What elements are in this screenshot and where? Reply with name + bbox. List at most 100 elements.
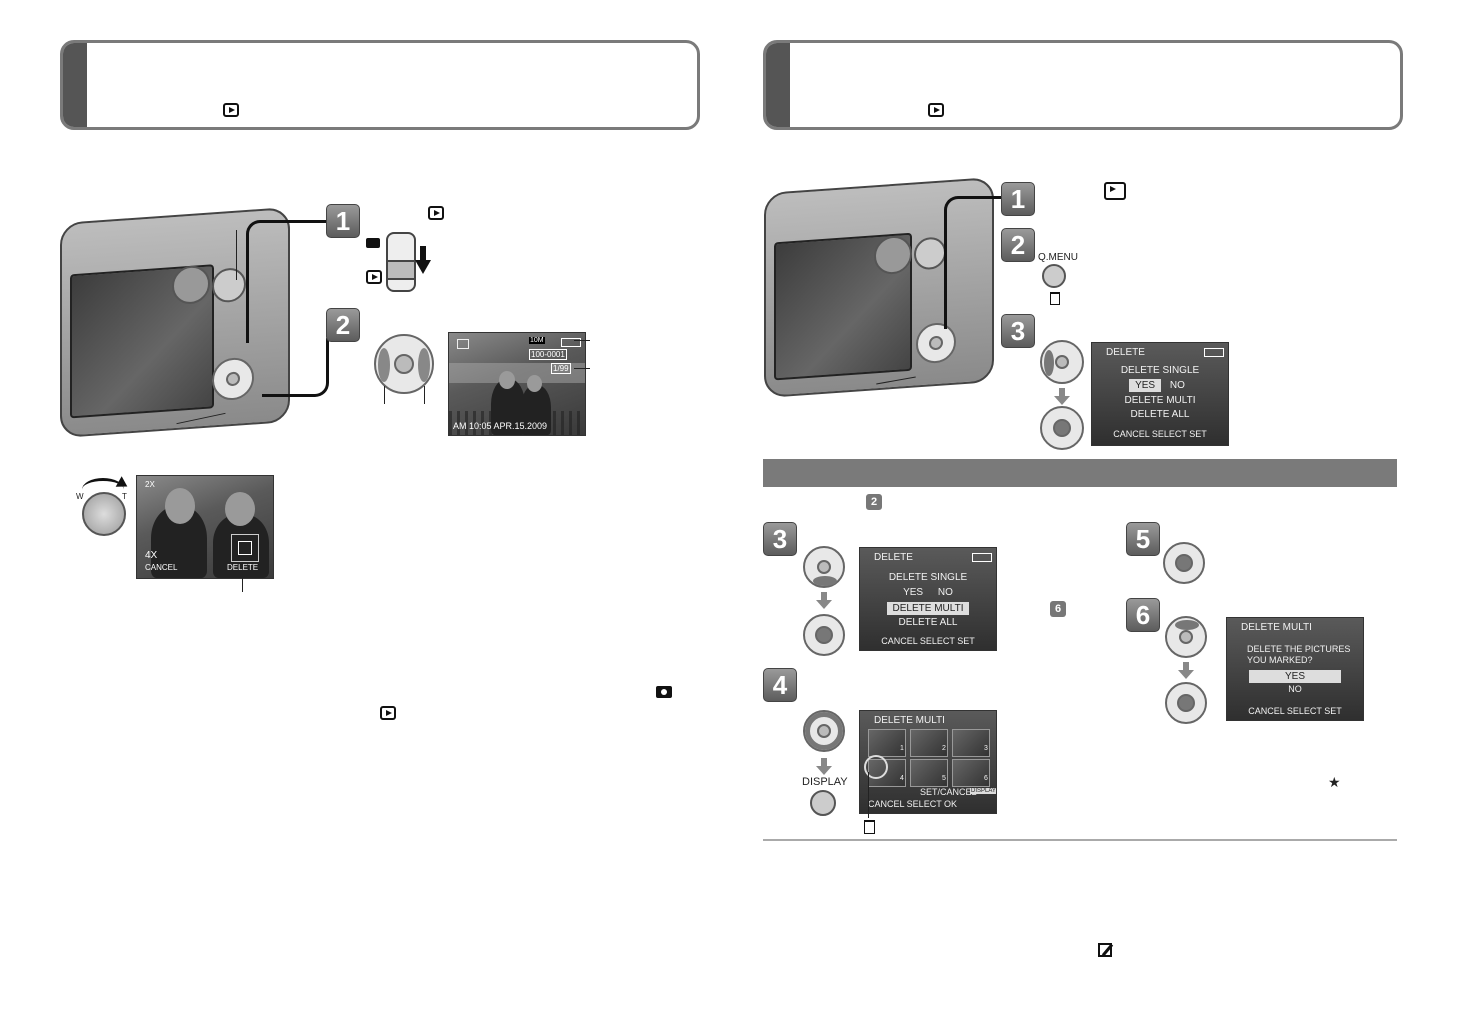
playback-icon-step1 (428, 206, 444, 220)
r-step-6-badge: 6 (1126, 598, 1160, 632)
section-bar (763, 459, 1397, 487)
dial-t: T (122, 492, 127, 501)
delete2-footer: CANCEL SELECT SET (881, 636, 975, 646)
camera-mode-icon (366, 238, 380, 248)
delete-lcd-2: DELETE DELETE SINGLE YES NO DELETE MULTI… (859, 547, 997, 651)
zoom-lever-arc (82, 478, 124, 501)
r3b-arrow (816, 592, 832, 609)
camera-rec-icon (656, 686, 672, 698)
r5-pad-set[interactable] (1163, 542, 1205, 584)
delete-multi-lcd: DELETE MULTI 1 2 3 4 5 6 SET/CANCEL DISP… (859, 710, 997, 814)
r4-arrow (816, 758, 832, 775)
multi-footer: CANCEL SELECT OK (868, 799, 958, 809)
dial-w: W (76, 492, 84, 501)
confirm-q1: DELETE THE PICTURES (1247, 644, 1351, 654)
zoom-leader (242, 578, 243, 592)
playback-icon-r-step1 (1104, 182, 1126, 200)
edit-note-icon (1098, 943, 1114, 957)
multi-display-badge: DISPLAY (970, 788, 996, 794)
camera-shutter (212, 267, 246, 304)
delete2-title: DELETE (874, 552, 913, 563)
right-header-box (763, 40, 1403, 130)
r-pad-set[interactable] (1040, 406, 1084, 450)
trash-icon (1050, 292, 1060, 305)
r-pad-up[interactable] (1040, 340, 1084, 384)
ref-step-6: 6 (1050, 601, 1066, 617)
confirm-q2: YOU MARKED? (1247, 655, 1313, 665)
r6-pad-up[interactable] (1165, 616, 1207, 658)
lcd-battery (561, 338, 581, 347)
lcd-file-no: 100-0001 (529, 349, 567, 360)
r3b-pad-set[interactable] (803, 614, 845, 656)
connector-2 (262, 338, 329, 397)
star-icon: ★ (1328, 774, 1341, 790)
mode-switch[interactable] (386, 232, 416, 292)
left-right-pad[interactable] (374, 334, 434, 394)
left-header-box (60, 40, 700, 130)
right-header-bar (766, 43, 790, 127)
lcd-leader-2 (574, 368, 590, 369)
step-2-badge: 2 (326, 308, 360, 342)
confirm-no[interactable]: NO (1288, 684, 1302, 694)
pad-leader-l (384, 386, 385, 404)
playback-icon-header-r (928, 103, 944, 117)
delete-lcd-title: DELETE (1106, 347, 1145, 358)
camera-shutter-r (914, 236, 946, 271)
confirm-yes[interactable]: YES (1227, 670, 1363, 683)
r3b-pad-down[interactable] (803, 546, 845, 588)
delete2-all[interactable]: DELETE ALL (898, 617, 958, 628)
r-step-3b-badge: 3 (763, 522, 797, 556)
delete-multi[interactable]: DELETE MULTI (1124, 395, 1196, 406)
delete2-single[interactable]: DELETE SINGLE (888, 572, 968, 583)
zoom-lcd: 2X 4X CANCEL DELETE (136, 475, 274, 579)
lcd-counter: 1/99 (551, 363, 571, 374)
leader-line (236, 230, 237, 280)
zoom-lever[interactable] (82, 492, 126, 536)
zoom-level: 4X (145, 550, 158, 561)
multi-title: DELETE MULTI (874, 715, 945, 726)
camera-cursor-pad (212, 356, 254, 402)
r-step-4-badge: 4 (763, 668, 797, 702)
delete2-multi[interactable]: DELETE MULTI (860, 602, 996, 615)
playback-icon (223, 103, 239, 117)
left-header-bar (63, 43, 87, 127)
delete-single[interactable]: DELETE SINGLE (1120, 365, 1200, 376)
r6-pad-set[interactable] (1165, 682, 1207, 724)
zoom-delete: DELETE (227, 563, 259, 572)
qmenu-label: Q.MENU (1038, 252, 1078, 263)
ref-step-2: 2 (866, 494, 882, 510)
qmenu-button[interactable] (1042, 264, 1066, 288)
playback-icon-bottom (380, 706, 396, 720)
delete-footer: CANCEL SELECT SET (1113, 429, 1207, 439)
delete-yes-no[interactable]: YES NO (1092, 379, 1228, 392)
r6-arrow (1178, 662, 1194, 679)
playback-lcd: 10M 100-0001 1/99 AM 10:05 APR.15.2009 (448, 332, 586, 436)
confirm-title: DELETE MULTI (1241, 622, 1312, 633)
zoom-position-box (231, 534, 259, 562)
lcd-datetime: AM 10:05 APR.15.2009 (453, 421, 548, 431)
switch-down-arrow-head (415, 260, 431, 274)
switch-down-arrow (420, 246, 426, 262)
connector-1 (246, 220, 329, 343)
pad-leader-r (424, 386, 425, 404)
delete2-yes-no[interactable]: YES NO (903, 587, 953, 598)
play-mode-icon (366, 270, 382, 284)
display-label: DISPLAY (802, 776, 848, 788)
r-step-3-badge: 3 (1001, 314, 1035, 348)
r4-pad[interactable] (803, 710, 845, 752)
step-1-badge: 1 (326, 204, 360, 238)
confirm-footer: CANCEL SELECT SET (1248, 706, 1342, 716)
r-step-5-badge: 5 (1126, 522, 1160, 556)
zoom-top: 2X (145, 480, 155, 489)
lcd-top-num: 10M (529, 337, 545, 344)
section-divider (763, 839, 1397, 841)
r-arrow-down (1054, 388, 1070, 405)
display-button[interactable] (810, 790, 836, 816)
delete-all[interactable]: DELETE ALL (1130, 409, 1190, 420)
multi-setcancel: SET/CANCEL (920, 787, 977, 797)
connector-r1 (944, 196, 1005, 329)
delete-lcd: DELETE DELETE SINGLE YES NO DELETE MULTI… (1091, 342, 1229, 446)
lcd-leader-1 (574, 340, 590, 341)
zoom-cancel: CANCEL (145, 563, 178, 572)
multi-mark-circle (864, 755, 888, 779)
